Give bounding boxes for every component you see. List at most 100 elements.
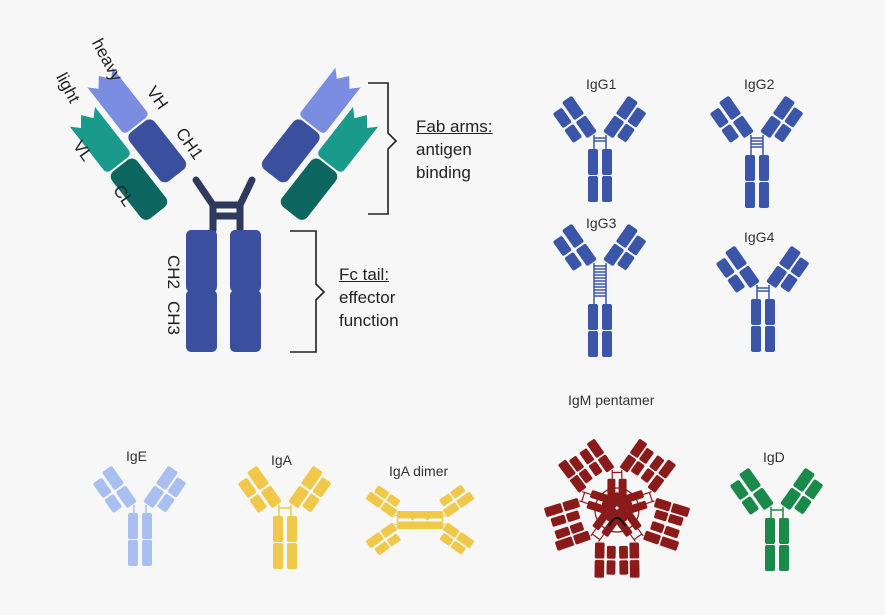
fc-line2: function xyxy=(339,311,399,330)
disulfide-bond xyxy=(581,492,586,502)
ch2-domain xyxy=(128,513,138,539)
ch2-domain xyxy=(273,516,283,542)
right-arm xyxy=(780,468,823,514)
ch3-domain xyxy=(607,507,629,521)
label-ch3: CH3 xyxy=(164,300,184,336)
left-arm xyxy=(594,542,616,578)
ch3-domain xyxy=(142,540,152,566)
antibody-iga-dimer xyxy=(365,485,475,555)
j-chain xyxy=(608,517,626,527)
left-arm xyxy=(365,522,401,555)
ch2-domain xyxy=(592,509,611,531)
disulfide-ring xyxy=(594,487,640,533)
igg-subclasses xyxy=(553,96,809,357)
ch2-domain xyxy=(779,518,789,544)
ch2-domain xyxy=(625,500,648,515)
ch2-domain xyxy=(417,521,437,529)
right-arm xyxy=(603,224,646,270)
antibody-iga xyxy=(238,466,331,569)
left-arm xyxy=(730,468,774,515)
label-igg2: IgG2 xyxy=(744,76,775,92)
fab-bracket xyxy=(368,82,398,215)
label-igg3: IgG3 xyxy=(586,215,617,231)
right-arm xyxy=(620,439,654,476)
left-arm xyxy=(544,498,581,527)
iga-dimer-left xyxy=(365,485,443,555)
left-arm xyxy=(716,246,760,293)
ch2-domain xyxy=(765,299,775,325)
ch3-domain xyxy=(397,521,417,529)
ch3-domain xyxy=(765,326,775,352)
left-arm xyxy=(553,224,597,271)
main-antibody xyxy=(69,67,398,353)
ch3-domain xyxy=(751,326,761,352)
ch3-domain xyxy=(779,545,789,571)
left-fab-arm xyxy=(69,67,187,220)
right-arm xyxy=(439,522,475,555)
ch3-domain xyxy=(602,331,612,357)
fc-line1: effector xyxy=(339,288,396,307)
isotype-icons xyxy=(93,439,823,578)
ch3-domain xyxy=(128,540,138,566)
fc-bracket xyxy=(290,230,326,353)
ch2-domain xyxy=(287,516,297,542)
ch2-domain xyxy=(614,516,633,537)
j-chain xyxy=(410,511,430,521)
fab-line1: antigen xyxy=(416,140,472,159)
left-arm xyxy=(93,466,137,513)
ch3-domain xyxy=(397,511,417,519)
ch3-domain xyxy=(588,176,598,202)
label-igd: IgD xyxy=(763,449,785,465)
disulfide-bond xyxy=(633,533,643,541)
label-igg1: IgG1 xyxy=(586,76,617,92)
ch3-domain xyxy=(287,543,297,569)
ch2-domain xyxy=(142,513,152,539)
ch2-domain xyxy=(586,500,609,515)
hinge-region xyxy=(192,176,256,234)
right-fab-arm xyxy=(261,67,379,220)
fc-tail xyxy=(186,230,261,352)
ch3-domain xyxy=(759,182,769,208)
antibody-igm-pentamer xyxy=(544,439,690,578)
label-igg4: IgG4 xyxy=(744,229,775,245)
fab-title: Fab arms: xyxy=(416,117,493,136)
antibody-ige xyxy=(93,466,186,566)
fc-annotation: Fc tail: effector function xyxy=(339,263,399,332)
fab-line2: binding xyxy=(416,163,471,182)
antibody-igd xyxy=(730,468,823,571)
ch2-domain xyxy=(751,299,761,325)
right-arm xyxy=(603,96,646,142)
left-arm xyxy=(579,439,614,476)
right-arm xyxy=(288,466,331,512)
ch3-domain xyxy=(745,182,755,208)
ch2-domain xyxy=(602,304,612,330)
label-ige: IgE xyxy=(126,448,148,464)
igm-monomer xyxy=(544,456,633,527)
antibody-igg2 xyxy=(710,96,803,208)
fc-title: Fc tail: xyxy=(339,265,390,284)
left-arm xyxy=(553,96,597,143)
fab-annotation: Fab arms: antigen binding xyxy=(416,115,493,184)
ch2-domain xyxy=(590,490,612,504)
ch3-domain xyxy=(602,176,612,202)
ch3-domain xyxy=(765,545,775,571)
left-arm xyxy=(238,466,282,513)
label-iga-dimer: IgA dimer xyxy=(389,463,449,479)
ch2-domain xyxy=(602,149,612,175)
right-arm xyxy=(558,456,593,493)
right-arm xyxy=(760,96,803,142)
left-arm xyxy=(643,521,680,551)
ch2-domain xyxy=(765,518,775,544)
ch2-domain xyxy=(759,155,769,181)
ch2-domain xyxy=(588,149,598,175)
ch3-domain xyxy=(588,331,598,357)
left-arm xyxy=(710,96,754,143)
right-arm xyxy=(143,466,186,512)
right-arm xyxy=(766,246,809,292)
ch3-domain xyxy=(273,543,283,569)
right-arm xyxy=(654,498,690,526)
disulfide-bond xyxy=(648,492,653,502)
iga-dimer-right xyxy=(397,485,475,555)
label-ch2: CH2 xyxy=(164,254,184,290)
